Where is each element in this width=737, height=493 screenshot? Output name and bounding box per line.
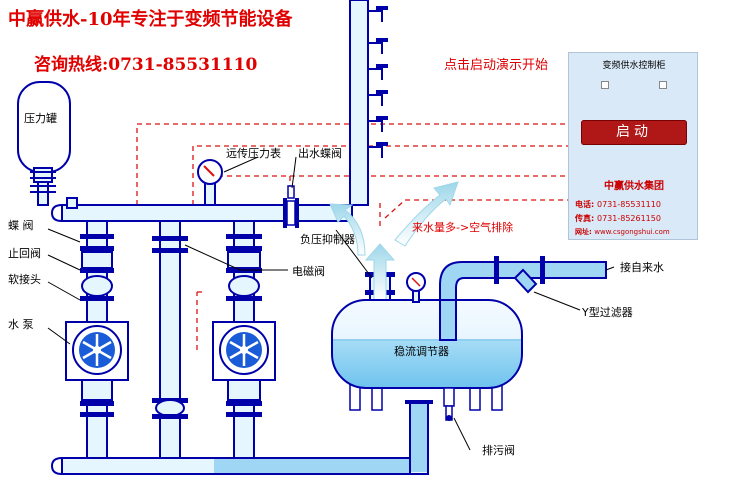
fax-label: 传真 [575, 214, 591, 223]
label-drain-valve: 排污阀 [482, 443, 515, 457]
phone-line: 电话: 0731-85531110 [575, 200, 661, 209]
company-name: 中赢供水集团 [604, 181, 664, 192]
start-button[interactable]: 启动 [581, 120, 687, 145]
fax-number: 0731-85261150 [596, 214, 661, 223]
right-pump [212, 321, 276, 381]
page-title: 中赢供水-10年专注于变频节能设备 [8, 9, 293, 30]
header-cap [50, 204, 63, 222]
riser-pipe [341, 0, 369, 214]
indicator-light [659, 81, 667, 89]
outlet-butterfly-valve [283, 185, 299, 228]
label-pressure-tank: 压力罐 [24, 112, 57, 125]
phone-label: 电话 [575, 200, 591, 209]
web-label: 网址 [575, 228, 589, 236]
tank-elbow [66, 197, 78, 209]
stabilizer-tank [331, 299, 523, 411]
remote-pressure-gauge [197, 159, 223, 206]
hotline-text: 咨询热线:0731-85531110 [34, 55, 258, 75]
label-outlet-valve: 出水蝶阀 [298, 146, 342, 160]
pressure-tank [17, 81, 71, 206]
fax-line: 传真: 0731-85261150 [575, 214, 661, 223]
label-inlet: 接自来水 [620, 261, 664, 274]
demo-hint-link[interactable]: 点击启动演示开始 [444, 58, 549, 73]
label-remote-gauge: 远传压力表 [226, 146, 281, 160]
control-cabinet-panel: 变频供水控制柜 启动 中赢供水集团 电话: 0731-85531110 传真: … [568, 52, 698, 240]
label-air-vent: 来水量多->空气排除 [412, 220, 513, 234]
left-pump [65, 321, 129, 381]
leader-lines [47, 156, 615, 451]
panel-title: 变频供水控制柜 [602, 61, 666, 71]
middle-bypass [152, 220, 188, 462]
label-soft-joint: 软接头 [8, 272, 41, 286]
phone-number: 0731-85531110 [596, 200, 661, 209]
label-negative-pressure: 负压抑制器 [300, 232, 355, 246]
outlet-header-pipe [61, 204, 353, 222]
floor-taps [368, 6, 388, 158]
label-stabilizer: 稳流调节器 [394, 344, 449, 358]
tank-pressure-gauge [406, 272, 426, 303]
web-address: www.csgongshui.com [594, 228, 670, 236]
label-check-valve: 止回阀 [8, 246, 41, 260]
control-lines [136, 123, 568, 350]
inlet-pipe [439, 256, 607, 341]
label-y-filter: Y型过滤器 [581, 305, 633, 319]
label-solenoid-valve: 电磁阀 [292, 264, 325, 278]
label-pump: 水 泵 [8, 318, 34, 331]
suction-manifold [50, 400, 433, 475]
drain-valve [443, 387, 455, 421]
web-line: 网址: www.csgongshui.com [575, 228, 670, 236]
indicator-light [601, 81, 609, 89]
label-butterfly-valve: 蝶 阀 [8, 218, 34, 232]
